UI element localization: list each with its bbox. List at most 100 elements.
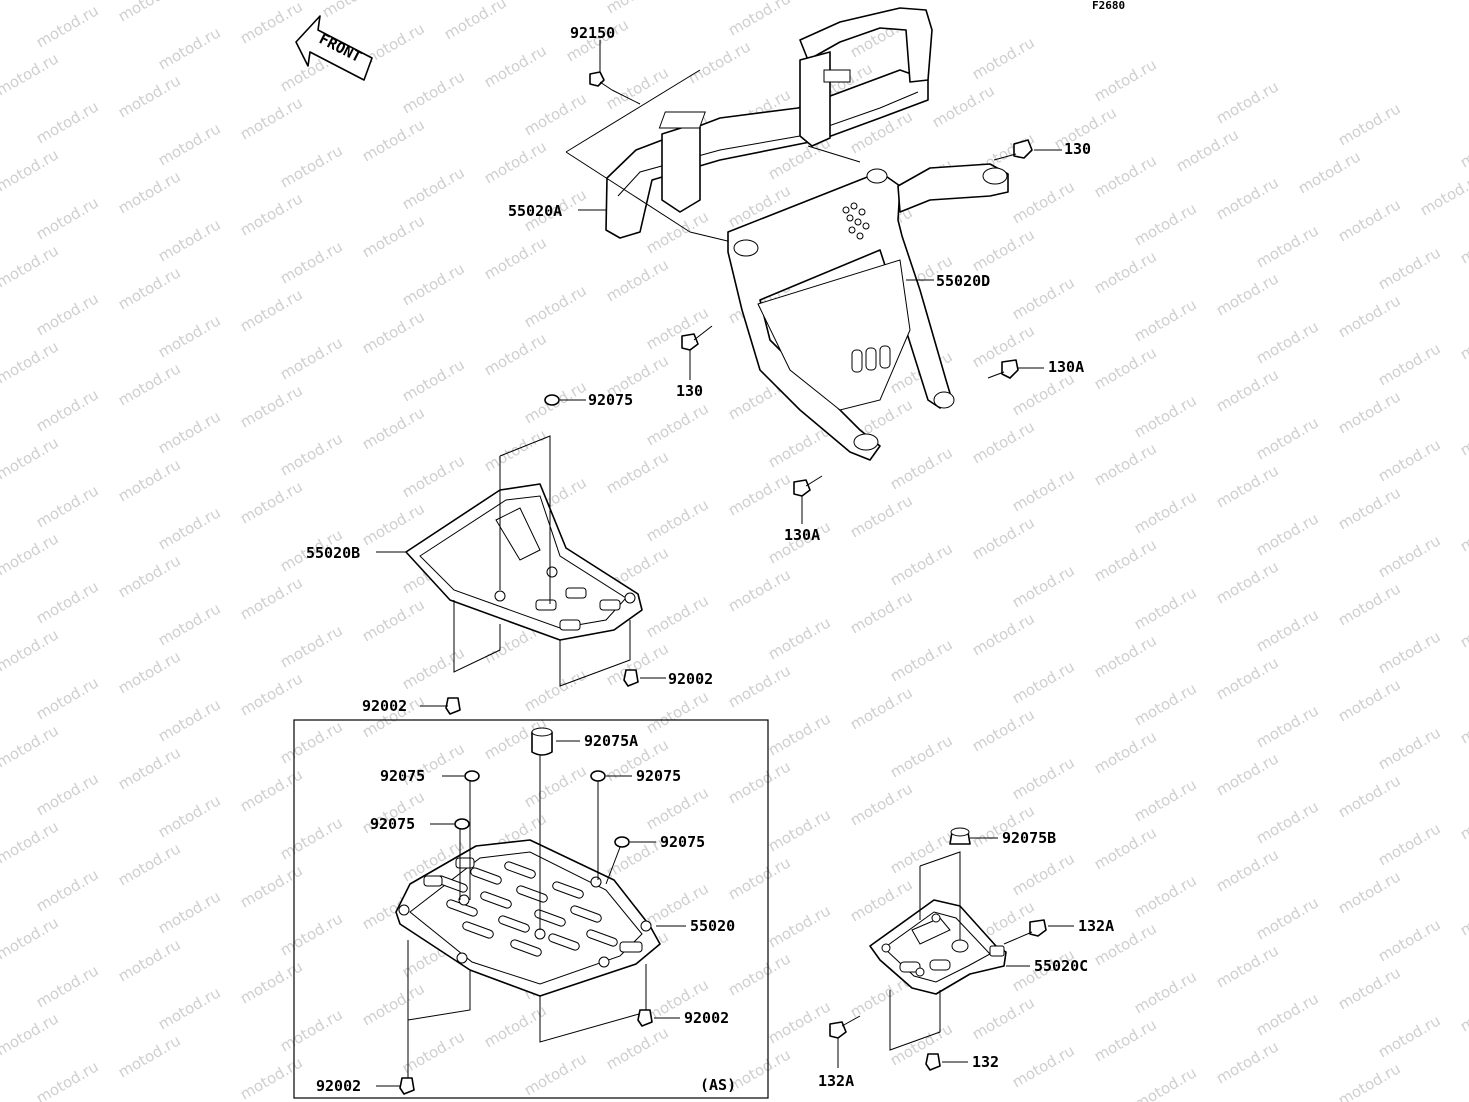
watermark-text: motod.ru	[277, 141, 346, 191]
watermark-text: motod.ru	[521, 1049, 590, 1099]
watermark-text: motod.ru	[1091, 727, 1160, 777]
front-guard-part	[565, 7, 933, 245]
watermark-text: motod.ru	[643, 495, 712, 545]
callout-92075B: 92075B	[1002, 829, 1056, 847]
watermark-text: motod.ru	[969, 705, 1038, 755]
watermark-text: motod.ru	[115, 263, 184, 313]
watermark-text: motod.ru	[237, 477, 306, 527]
watermark-text: motod.ru	[1375, 435, 1444, 485]
watermark-text: motod.ru	[521, 665, 590, 715]
watermark-text: motod.ru	[441, 0, 510, 43]
callout-130-top: 130	[1064, 140, 1091, 158]
watermark-text: motod.ru	[33, 577, 102, 627]
watermark-text: motod.ru	[1091, 823, 1160, 873]
watermark-text: motod.ru	[1295, 147, 1364, 197]
watermark-text: motod.ru	[765, 805, 834, 855]
watermark-text: motod.ru	[155, 407, 224, 457]
watermark-text: motod.ru	[155, 503, 224, 553]
watermark-text: motod.ru	[1335, 483, 1404, 533]
watermark-text: motod.ru	[1131, 199, 1200, 249]
watermark-text: motod.ru	[1009, 561, 1078, 611]
watermark-text: motod.ru	[33, 961, 102, 1011]
watermark-text: motod.ru	[1457, 697, 1469, 747]
watermark-text: motod.ru	[237, 573, 306, 623]
variant-box	[293, 719, 769, 1099]
watermark-text: motod.ru	[1213, 269, 1282, 319]
callout-132A-top: 132A	[1078, 917, 1114, 935]
watermark-text: motod.ru	[1457, 985, 1469, 1035]
watermark-text: motod.ru	[33, 385, 102, 435]
watermark-text: motod.ru	[725, 661, 794, 711]
bolt-130-mid-icon	[681, 325, 713, 351]
watermark-text: motod.ru	[277, 237, 346, 287]
callout-55020A: 55020A	[508, 202, 562, 220]
watermark-text: motod.ru	[1131, 775, 1200, 825]
watermark-text: motod.ru	[1457, 217, 1469, 267]
watermark-text: motod.ru	[725, 853, 794, 903]
watermark-text: motod.ru	[1091, 343, 1160, 393]
watermark-text: motod.ru	[1375, 819, 1444, 869]
watermark-text: motod.ru	[1131, 487, 1200, 537]
watermark-text: motod.ru	[481, 329, 550, 379]
watermark-text: motod.ru	[643, 399, 712, 449]
callout-92075-a: 92075	[380, 767, 425, 785]
watermark-text: motod.ru	[1375, 243, 1444, 293]
spacer-92075A-icon	[531, 727, 553, 756]
watermark-text: motod.ru	[1091, 151, 1160, 201]
watermark-text: motod.ru	[725, 757, 794, 807]
watermark-text: motod.ru	[1335, 675, 1404, 725]
bolt-92002-box-l-icon	[399, 1077, 415, 1095]
callout-130A-right: 130A	[1048, 358, 1084, 376]
front-frame-part	[727, 163, 1009, 461]
watermark-text: motod.ru	[725, 949, 794, 999]
watermark-text: motod.ru	[1213, 461, 1282, 511]
callout-92002-mid: 92002	[668, 670, 713, 688]
watermark-text: motod.ru	[115, 1031, 184, 1081]
watermark-text: motod.ru	[0, 337, 62, 387]
fasteners	[399, 71, 1047, 1095]
slot-pattern	[436, 861, 618, 957]
watermark-text: motod.ru	[1253, 413, 1322, 463]
watermark-text: motod.ru	[237, 1053, 306, 1102]
watermark-text: motod.ru	[115, 551, 184, 601]
watermark-text: motod.ru	[155, 887, 224, 937]
watermark-text: motod.ru	[115, 0, 184, 25]
watermark-text: motod.ru	[399, 643, 468, 693]
watermark-text: motod.ru	[887, 827, 956, 877]
watermark-text: motod.ru	[115, 359, 184, 409]
bolt-130A-right-icon	[987, 359, 1019, 379]
watermark-text: motod.ru	[1375, 915, 1444, 965]
watermark-text: motod.ru	[969, 609, 1038, 659]
watermark-text: motod.ru	[1375, 723, 1444, 773]
watermark-text: motod.ru	[1253, 317, 1322, 367]
watermark-text: motod.ru	[847, 683, 916, 733]
mesh-pattern	[842, 202, 870, 240]
watermark-text: motod.ru	[1131, 1063, 1200, 1102]
watermark-text: motod.ru	[115, 647, 184, 697]
bolt-132A-top-icon	[1003, 919, 1047, 945]
watermark-text: motod.ru	[1335, 771, 1404, 821]
figure-code: F2680	[1092, 0, 1125, 12]
watermark-text: motod.ru	[643, 207, 712, 257]
watermark-text: motod.ru	[33, 865, 102, 915]
watermark-text: motod.ru	[1335, 1059, 1404, 1102]
watermark-text: motod.ru	[603, 255, 672, 305]
watermark-text: motod.ru	[521, 281, 590, 331]
watermark-text: motod.ru	[1009, 369, 1078, 419]
watermark-text: motod.ru	[155, 791, 224, 841]
watermark-text: motod.ru	[277, 717, 346, 767]
watermark-text: motod.ru	[0, 145, 62, 195]
watermark-text: motod.ru	[155, 119, 224, 169]
watermark-text: motod.ru	[115, 455, 184, 505]
watermark-text: motod.ru	[643, 687, 712, 737]
watermark-text: motod.ru	[115, 743, 184, 793]
watermark-text: motod.ru	[0, 625, 62, 675]
watermark-text: motod.ru	[155, 215, 224, 265]
watermark-text: motod.ru	[0, 433, 62, 483]
skid-plate-55020B-part	[405, 435, 643, 687]
watermark-text: motod.ru	[115, 935, 184, 985]
watermark-text: motod.ru	[155, 23, 224, 73]
watermark-text: motod.ru	[319, 0, 388, 21]
watermark-text: motod.ru	[643, 783, 712, 833]
